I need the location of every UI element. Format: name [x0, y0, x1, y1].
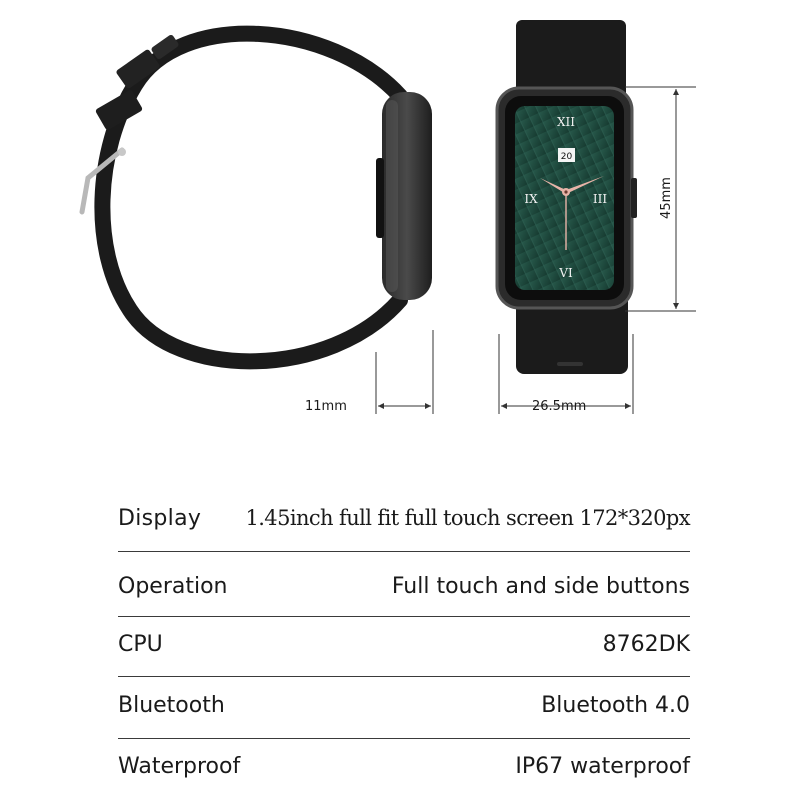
- numeral-iii: III: [593, 192, 607, 206]
- buckle-icon: [79, 147, 125, 215]
- numeral-xii: XII: [557, 115, 575, 129]
- spec-label: Operation: [118, 573, 228, 599]
- spec-label: Display: [118, 505, 202, 531]
- date-window: [558, 148, 575, 162]
- watch-illustration: 11mm XII IX III VI 20: [79, 20, 696, 414]
- spec-label: Waterproof: [118, 753, 241, 779]
- spec-row-operation: Operation Full touch and side buttons: [118, 566, 690, 606]
- numeral-vi: VI: [558, 266, 573, 280]
- spec-value: Bluetooth 4.0: [541, 692, 690, 718]
- spec-value: IP67 waterproof: [515, 753, 690, 779]
- spec-value: 1.45inch full fit full touch screen 172*…: [245, 506, 690, 530]
- strap-loop: [151, 34, 179, 60]
- front-view: XII IX III VI 20 26.5mm 45mm: [495, 20, 696, 414]
- divider: [118, 551, 690, 552]
- strap-flap: [116, 49, 160, 89]
- spec-value: Full touch and side buttons: [391, 573, 690, 599]
- thickness-label: 11mm: [305, 399, 347, 414]
- minute-hand: [566, 176, 604, 194]
- spec-row-display: Display 1.45inch full fit full touch scr…: [118, 498, 691, 538]
- spec-row-cpu: CPU 8762DK: [118, 624, 690, 664]
- side-button: [631, 178, 637, 218]
- strap-flap: [95, 90, 143, 130]
- side-button: [376, 158, 384, 238]
- spec-label: Bluetooth: [118, 692, 225, 718]
- spec-row-bluetooth: Bluetooth Bluetooth 4.0: [118, 685, 690, 725]
- divider: [118, 738, 690, 739]
- front-strap-bottom: [516, 290, 628, 374]
- divider: [118, 676, 690, 677]
- divider: [118, 616, 690, 617]
- width-label: 26.5mm: [532, 399, 586, 414]
- watch-dial: [515, 106, 614, 290]
- product-figure: 11mm XII IX III VI 20: [79, 20, 696, 414]
- spec-label: CPU: [118, 631, 163, 657]
- numeral-ix: IX: [524, 192, 538, 206]
- date-value: 20: [561, 152, 573, 162]
- spec-value: 8762DK: [602, 631, 690, 657]
- side-strap: [94, 25, 408, 370]
- hour-hand: [540, 178, 566, 194]
- side-view: 11mm: [79, 25, 434, 414]
- spec-row-waterproof: Waterproof IP67 waterproof: [118, 746, 690, 786]
- height-label: 45mm: [659, 177, 674, 219]
